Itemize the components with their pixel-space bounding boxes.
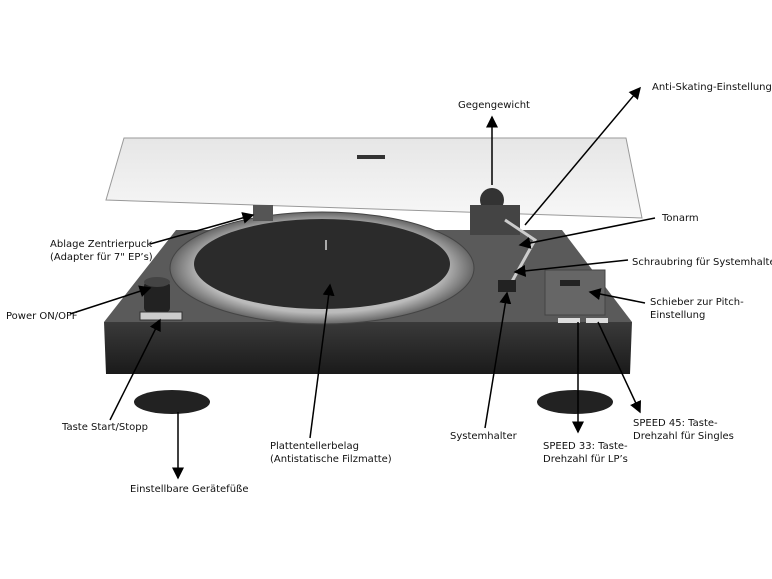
- callout-arrows: [69, 86, 656, 480]
- label-tonarm: Tonarm: [662, 213, 699, 224]
- label-pitch: Schieber zur Pitch- Einstellung: [650, 296, 744, 322]
- base-front: [104, 322, 632, 374]
- label-schraubring: Schraubring für Systemhalter: [632, 257, 772, 268]
- label-gegengewicht: Gegengewicht: [458, 100, 530, 111]
- label-line: Drehzahl für Singles: [633, 431, 734, 442]
- label-systemhalter: Systemhalter: [450, 431, 517, 442]
- label-line: Schieber zur Pitch-: [650, 297, 744, 308]
- label-anti-skating: Anti-Skating-Einstellung: [652, 82, 772, 93]
- dust-cover: [105, 137, 643, 219]
- foot-left: [134, 390, 210, 414]
- label-power: Power ON/OFF: [6, 311, 78, 322]
- label-line: Ablage Zentrierpuck: [50, 239, 153, 250]
- label-ablage-zentrierpuck: Ablage Zentrierpuck (Adapter für 7" EP’s…: [50, 238, 153, 264]
- label-line: SPEED 45: Taste-: [633, 418, 718, 429]
- label-speed-33: SPEED 33: Taste- Drehzahl für LP’s: [543, 440, 628, 466]
- label-line: Einstellung: [650, 310, 706, 321]
- label-line: SPEED 33: Taste-: [543, 441, 628, 452]
- felt-mat: [194, 219, 450, 309]
- label-plattentellerbelag: Plattentellerbelag (Antistatische Filzma…: [270, 440, 392, 466]
- label-line: Drehzahl für LP’s: [543, 454, 628, 465]
- label-line: (Antistatische Filzmatte): [270, 454, 392, 465]
- label-speed-45: SPEED 45: Taste- Drehzahl für Singles: [633, 417, 734, 443]
- label-start-stopp: Taste Start/Stopp: [62, 422, 148, 433]
- label-line: (Adapter für 7" EP’s): [50, 252, 153, 263]
- label-geraetefuesse: Einstellbare Gerätefüße: [130, 484, 249, 495]
- label-line: Plattentellerbelag: [270, 441, 359, 452]
- foot-right: [537, 390, 613, 414]
